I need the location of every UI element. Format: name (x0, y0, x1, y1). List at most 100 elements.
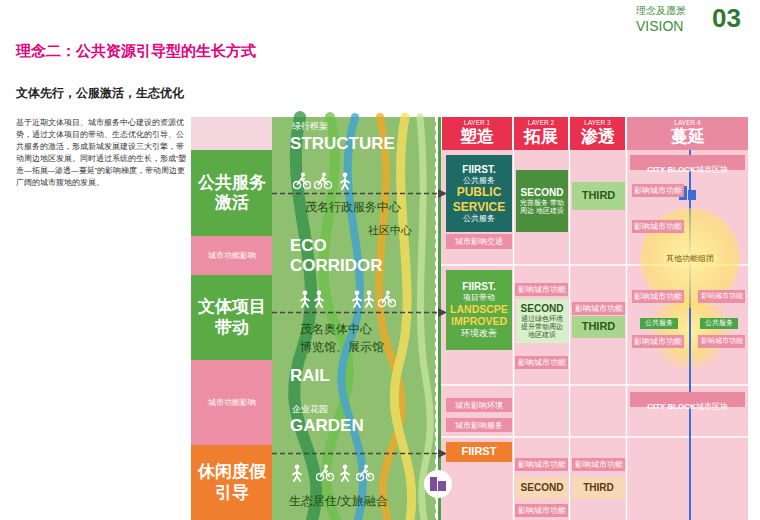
box-heading: 城市功能影响 (193, 251, 270, 261)
box-heading: 其他功能组团 (664, 254, 716, 263)
watermark: STRUCTURE (290, 134, 395, 154)
box-heading: CITY BLOCK (647, 165, 696, 175)
influence-cell: 影响城市功能 (632, 220, 684, 233)
box-heading: LAYER 1 (444, 119, 510, 127)
influence-cell: 影响城市功能 (515, 458, 568, 471)
box-text: 公共服务 (448, 176, 510, 186)
service-tag: 公共服务 (700, 318, 738, 329)
service-tag: 公共服务 (640, 318, 678, 329)
box-heading: 城市影响服务 (448, 421, 510, 430)
box-text: 城市区块 (696, 402, 728, 412)
influence-cell: 影响城市功能 (632, 290, 684, 303)
box-heading: 影响城市功能 (517, 460, 566, 469)
place-name: 博览馆、展示馆 (300, 340, 384, 354)
box-heading: 休闲度假 引导 (193, 462, 270, 503)
engine-box: 文体项目 带动 (191, 275, 272, 360)
influence-cell: 影响城市功能 (572, 302, 625, 315)
box-heading: LAYER 3 (572, 119, 623, 127)
box-heading: LAYER 4 (629, 119, 746, 127)
box-text: 环境改善 (448, 328, 510, 339)
section-label: VISION (636, 18, 683, 35)
box-heading: 文体项目 带动 (193, 297, 270, 338)
box-heading: FIIRST. (448, 281, 510, 293)
box-heading: 公共服务 (642, 319, 676, 327)
box-text: 拓展 (516, 127, 566, 147)
influence-cell: 影响城市功能 (515, 283, 568, 296)
third-box: THIRD (572, 182, 625, 210)
box-text: 渗透 (572, 127, 623, 147)
box-text: 城市区块 (696, 165, 728, 175)
watermark: ECO (290, 236, 327, 256)
influence-cell: 城市影响交通 (446, 234, 512, 249)
box-heading: 影响城市功能 (517, 506, 566, 515)
box-heading: THIRD (574, 482, 623, 494)
layer-header: LAYER 1塑造 (442, 117, 512, 150)
influence-cell: 影响城市功能 (632, 335, 684, 348)
box-text: 通过绿色环境提升带动周边地区建设 (518, 315, 566, 338)
box-heading: SECOND (518, 482, 566, 494)
box-heading: 影响城市功能 (574, 304, 623, 313)
third-box: THIRD (572, 477, 625, 499)
box-heading: SECOND (518, 187, 566, 199)
city-block-bar: CITY BLOCK城市区块 (630, 392, 745, 407)
influence-cell: 城市影响环境 (446, 398, 512, 412)
city-block-bar: CITY BLOCK城市区块 (630, 155, 745, 170)
dashed-arrow (272, 453, 446, 454)
influence-band: 城市功能影响 (191, 236, 272, 275)
box-heading: 影响城市功能 (517, 358, 566, 367)
first-box: FIIRST (446, 442, 512, 462)
second-box: SECOND通过绿色环境提升带动周边地区建设 (516, 299, 568, 343)
influence-cell: 影响城市功能 (632, 184, 684, 197)
box-heading: 影响城市功能 (700, 337, 743, 345)
subtitle: 文体先行，公服激活，生态优化 (16, 86, 184, 100)
layer-header: LAYER 4蔓延 (627, 117, 748, 150)
title: 理念二：公共资源引导型的生长方式 (16, 42, 256, 60)
first-box: FIIRST.项目带动LANDSCPE IMPROVED环境改善 (446, 270, 512, 350)
watermark: 绿行框架 (292, 121, 328, 132)
box-heading: 影响城市功能 (574, 460, 623, 469)
place-name: 茂名奥体中心 (300, 322, 372, 336)
engine-box: 休闲度假 引导 (191, 445, 272, 520)
box-heading: 影响城市功能 (634, 337, 682, 346)
box-heading: 影响城市功能 (634, 222, 682, 231)
third-box: THIRD (572, 316, 625, 338)
section-number: 03 (712, 3, 741, 34)
dashed-arrow (272, 312, 446, 313)
influence-cell: 影响城市功能 (698, 335, 745, 348)
box-heading: FIIRST (448, 445, 510, 458)
influence-cell: 影响城市功能 (515, 356, 568, 369)
box-heading: 影响城市功能 (634, 292, 682, 301)
box-heading: CITY BLOCK (647, 402, 696, 412)
box-text: 塑造 (444, 127, 510, 147)
watermark: GARDEN (290, 416, 364, 436)
box-heading: 影响城市功能 (634, 186, 682, 195)
box-text: 完善服务 带动周边 地区建设 (518, 199, 566, 216)
place-name: 社区中心 (368, 224, 412, 237)
influence-cell: 影响城市功能 (698, 290, 745, 303)
box-heading: FIIRST. (448, 164, 510, 176)
place-name: 生态居住/文旅融合 (289, 494, 388, 508)
body-text: 基于近期文体项目、城市服务中心建设的资源优势，通过文体项目的带动、生态优化的引导… (16, 117, 188, 189)
box-text: PUBLIC SERVICE (448, 185, 510, 214)
box-heading: 城市功能影响 (193, 398, 270, 408)
box-text: 蔓延 (629, 127, 746, 147)
first-box: FIIRST.公共服务PUBLIC SERVICE公共服务 (446, 155, 512, 232)
place-name: 茂名行政服务中心 (305, 200, 401, 214)
box-text: LANDSCPE IMPROVED (448, 303, 510, 328)
box-heading: THIRD (574, 320, 623, 333)
box-text: 公共服务 (448, 214, 510, 224)
second-box: SECOND完善服务 带动周边 地区建设 (516, 170, 568, 232)
influence-cell: 城市影响服务 (446, 418, 512, 432)
watermark: CORRIDOR (290, 256, 383, 276)
section-label: 理念及愿景 (636, 5, 686, 17)
dashed-arrow (272, 193, 446, 194)
box-heading: THIRD (574, 189, 623, 202)
influence-band: 城市功能影响 (191, 360, 272, 445)
box-heading: 影响城市功能 (517, 285, 566, 294)
influence-cell: 影响城市功能 (572, 458, 625, 471)
watermark: RAIL (290, 366, 330, 386)
box-heading: 影响城市功能 (700, 292, 743, 300)
box-heading: 城市影响交通 (448, 237, 510, 246)
layer-header: LAYER 2拓展 (514, 117, 568, 150)
